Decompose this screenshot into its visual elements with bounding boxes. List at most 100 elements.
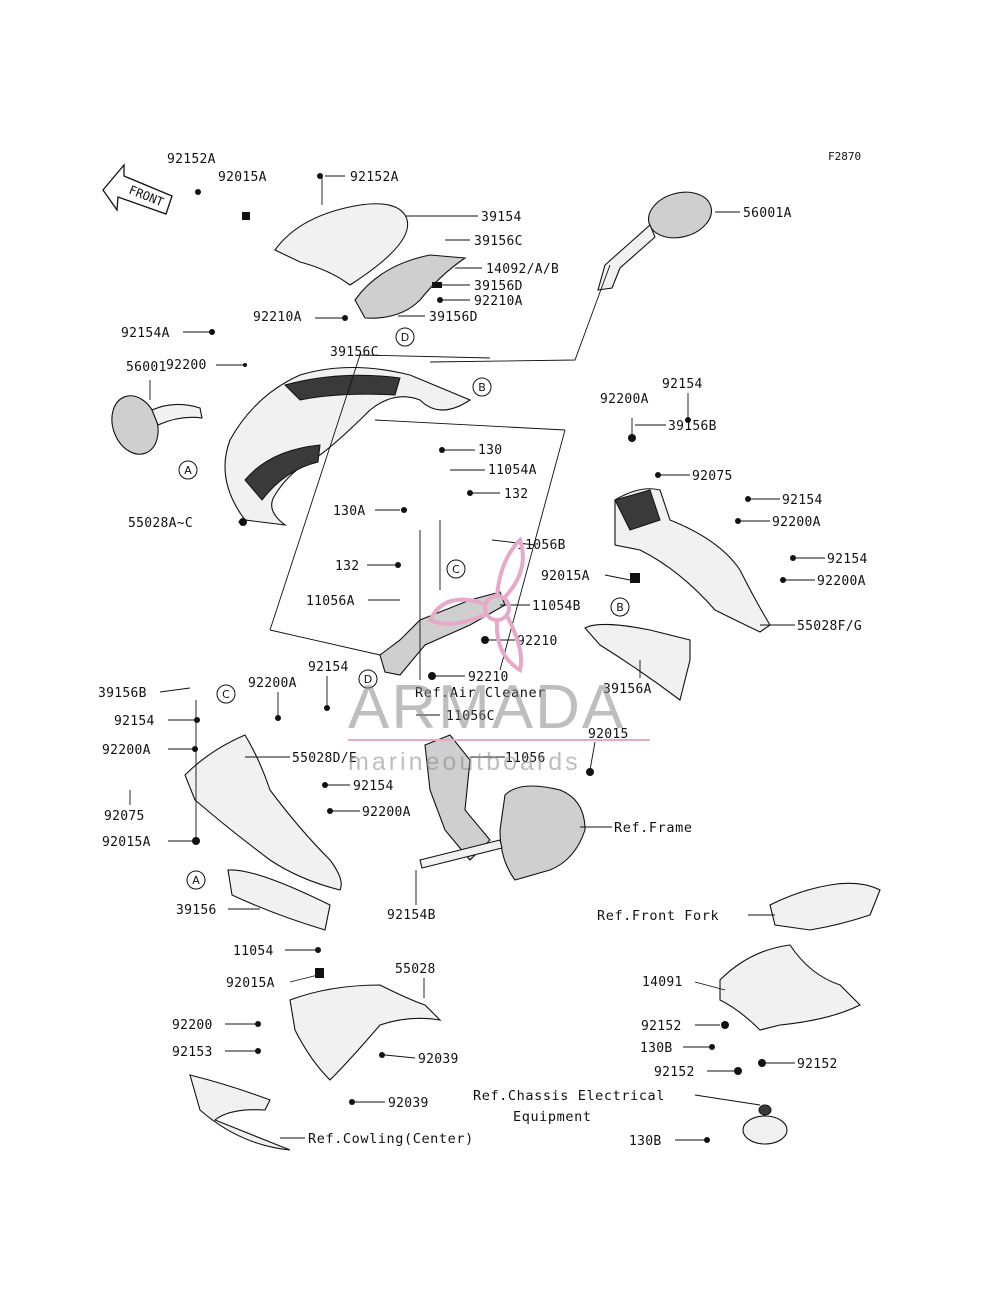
svg-text:A: A	[192, 874, 200, 887]
callout-d-upper: D	[395, 327, 415, 347]
stay-bracket-part	[424, 734, 491, 861]
callout-b-lower: B	[610, 597, 630, 617]
frame-part	[499, 785, 586, 881]
front-fork-part	[769, 882, 881, 931]
part-label: 56001A	[743, 206, 792, 221]
left-lower-cover-part	[227, 869, 331, 931]
watermark: ARMADA marineoutboards	[348, 536, 650, 776]
part-label: 92154	[308, 660, 349, 675]
part-label: 92039	[388, 1096, 429, 1111]
part-label: 92152A	[167, 152, 216, 167]
part-label: 92075	[692, 469, 733, 484]
part-label: 11056C	[446, 709, 495, 724]
part-label: 92210	[517, 634, 558, 649]
leader-lines	[129, 175, 825, 1141]
svg-text:D: D	[401, 331, 409, 344]
part-label: 92152	[797, 1057, 838, 1072]
upper-cowling-part	[224, 367, 472, 526]
part-label: 92210A	[253, 310, 302, 325]
part-label: 11056A	[306, 594, 355, 609]
svg-text:C: C	[222, 688, 230, 701]
part-label: 92200A	[102, 743, 151, 758]
svg-text:B: B	[616, 601, 624, 614]
part-label: 39156D	[474, 279, 523, 294]
part-label: 92200A	[772, 515, 821, 530]
part-label: 92210	[468, 670, 509, 685]
part-label: 132	[335, 559, 359, 574]
ref-frame: Ref.Frame	[614, 820, 693, 836]
part-label: 92200A	[248, 676, 297, 691]
part-label: 39156C	[330, 345, 379, 360]
part-label: 39156C	[474, 234, 523, 249]
svg-text:B: B	[478, 381, 486, 394]
part-label: 92015A	[541, 569, 590, 584]
right-side-cowl-trim	[614, 489, 661, 531]
part-label: 92200A	[817, 574, 866, 589]
part-label: 132	[504, 487, 528, 502]
part-label: 92152A	[350, 170, 399, 185]
part-label: 39156D	[429, 310, 478, 325]
part-label: 92015	[588, 727, 629, 742]
part-label: 11054B	[532, 599, 581, 614]
propeller-logo-icon	[427, 536, 525, 674]
upper-cowling-dark-trim	[284, 374, 401, 401]
part-label: 39156A	[603, 682, 652, 697]
left-mirror-part	[111, 395, 203, 455]
part-label: 92154	[662, 377, 703, 392]
svg-text:A: A	[184, 464, 192, 477]
right-lower-cover-part	[584, 623, 691, 701]
part-label: 11054A	[488, 463, 537, 478]
center-cowling-part	[189, 1074, 291, 1151]
part-label: 92200	[172, 1018, 213, 1033]
part-label: 11056B	[517, 538, 566, 553]
callout-a-upper: A	[178, 460, 198, 480]
callout-d-lower: D	[358, 669, 378, 689]
figure-code: F2870	[828, 150, 861, 163]
part-label: 55028F/G	[797, 619, 862, 634]
ref-air-cleaner: Ref.Air Cleaner	[415, 685, 546, 701]
callout-b-upper: B	[472, 377, 492, 397]
part-label: 92154	[353, 779, 394, 794]
part-label: 55028D/E	[292, 751, 357, 766]
part-label: 92015A	[218, 170, 267, 185]
inner-cowl-bracket	[354, 254, 467, 319]
horn-part	[742, 1104, 788, 1145]
part-label: 56001	[126, 360, 167, 375]
ref-chassis-electrical-2: Equipment	[513, 1109, 592, 1125]
part-label: 92075	[104, 809, 145, 824]
part-label: 92154A	[121, 326, 170, 341]
part-label: 130B	[640, 1041, 673, 1056]
part-label: 14091	[642, 975, 683, 990]
part-label: 14092/A/B	[486, 262, 559, 277]
part-label: 55028A~C	[128, 516, 193, 531]
part-label: 92210A	[474, 294, 523, 309]
part-label: 39154	[481, 210, 522, 225]
ref-cowling-center: Ref.Cowling(Center)	[308, 1131, 474, 1147]
part-label: 92200A	[600, 392, 649, 407]
part-label: 39156B	[98, 686, 147, 701]
part-label: 92154B	[387, 908, 436, 923]
part-label: 92152	[641, 1019, 682, 1034]
part-label: 92154	[827, 552, 868, 567]
right-side-cowl-part	[614, 488, 771, 633]
part-labels: 92152A 92015A 92152A 39154 39156C 14092/…	[98, 152, 868, 1149]
part-label: 92200	[166, 358, 207, 373]
hardware-marks	[192, 173, 796, 1143]
part-label: 92039	[418, 1052, 459, 1067]
callout-c-lower: C	[216, 684, 236, 704]
callout-c-upper: C	[446, 559, 466, 579]
part-label: 92015A	[102, 835, 151, 850]
part-label: 92200A	[362, 805, 411, 820]
part-label: 39156B	[668, 419, 717, 434]
bottom-cover-part	[719, 944, 861, 1031]
watermark-brand: ARMADA	[348, 673, 625, 742]
reference-labels: Ref.Air Cleaner Ref.Frame Ref.Front Fork…	[308, 685, 719, 1147]
part-label: 92154	[782, 493, 823, 508]
watermark-tagline: marineoutboards	[348, 748, 581, 776]
part-label: 130B	[629, 1134, 662, 1149]
part-label: 92153	[172, 1045, 213, 1060]
part-label: 55028	[395, 962, 436, 977]
right-mirror-part	[597, 191, 712, 291]
inner-lower-cowl-part	[289, 984, 442, 1081]
